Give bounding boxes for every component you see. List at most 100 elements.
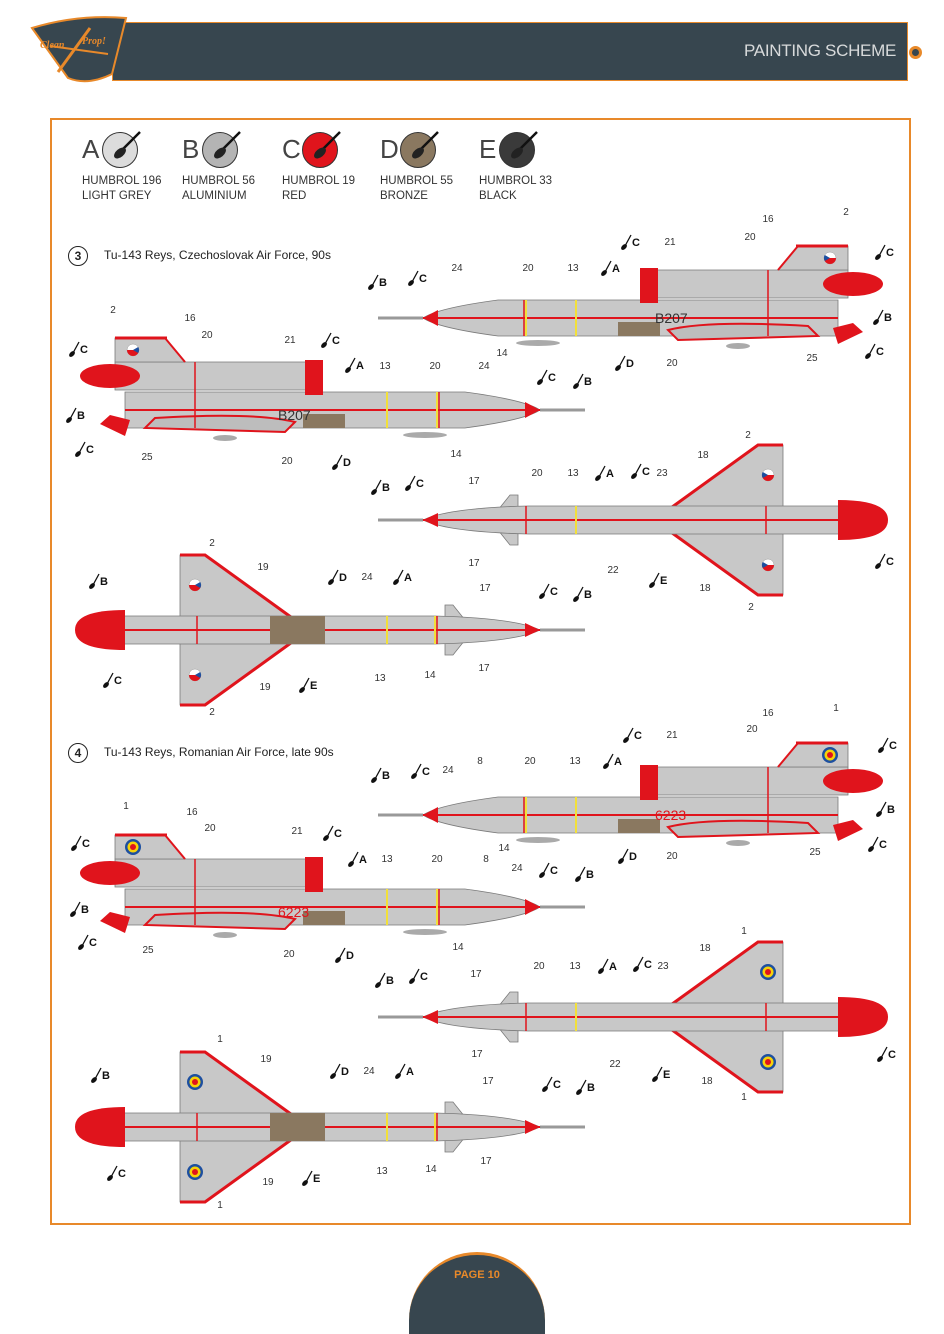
brush-icon <box>876 309 884 322</box>
part-number-callout: 20 <box>666 851 678 862</box>
paint-name: RED <box>282 190 307 202</box>
paint-callout: B <box>66 407 85 423</box>
part-number-callout: 21 <box>664 237 676 248</box>
brush-icon <box>305 1170 313 1183</box>
brush-icon <box>576 373 584 386</box>
paint-callout: C <box>69 341 88 357</box>
part-number-callout: 20 <box>531 468 543 479</box>
brush-icon <box>78 441 86 454</box>
part-number-callout: 17 <box>480 1156 492 1167</box>
paint-callout: D <box>618 848 637 864</box>
part-number-callout: 17 <box>468 476 480 487</box>
brush-icon <box>634 463 642 476</box>
paint-callout: A <box>595 465 614 481</box>
brush-icon <box>326 825 334 838</box>
paint-callout: A <box>598 958 617 974</box>
paint-callout: A <box>393 569 412 585</box>
part-number-callout: 21 <box>666 730 678 741</box>
section-title: PAINTING SCHEME <box>744 41 896 60</box>
paint-letter: C <box>550 865 558 877</box>
brush-icon <box>624 234 632 247</box>
paint-letter: C <box>634 730 642 742</box>
brush-icon <box>114 131 141 159</box>
paint-callout: B <box>575 866 594 882</box>
part-number-callout: 25 <box>142 945 154 956</box>
paint-letter: B <box>587 1082 595 1094</box>
paint-letter: B <box>584 589 592 601</box>
brush-icon <box>545 1076 553 1089</box>
part-number-callout: 20 <box>522 263 534 274</box>
svg-text:Clean: Clean <box>40 40 65 51</box>
paint-callout: C <box>405 475 424 491</box>
part-number-callout: 16 <box>762 214 774 225</box>
brush-icon <box>604 260 612 273</box>
header-bar <box>112 22 908 81</box>
paint-callout: C <box>408 270 427 286</box>
part-number-callout: 24 <box>363 1066 375 1077</box>
brush-icon <box>81 934 89 947</box>
side-view-right-profile <box>80 833 585 938</box>
brush-icon <box>74 835 82 848</box>
brush-icon <box>652 572 660 585</box>
paint-letter: C <box>886 556 894 568</box>
part-number-callout: 21 <box>284 335 296 346</box>
brush-icon <box>879 801 887 814</box>
part-number-callout: 14 <box>450 449 462 460</box>
brush-icon <box>214 131 241 159</box>
paint-callout: C <box>875 244 894 260</box>
brush-icon <box>601 958 609 971</box>
part-number-callout: 17 <box>478 663 490 674</box>
brush-icon <box>618 355 626 368</box>
content-frame <box>50 118 911 1225</box>
part-number-callout: 2 <box>209 707 215 718</box>
paint-letter: C <box>876 346 884 358</box>
brush-icon <box>331 569 339 582</box>
paint-letter: B <box>386 975 394 987</box>
paint-callout: A <box>603 753 622 769</box>
paint-callout: C <box>621 234 640 250</box>
paint-callout: A <box>345 357 364 373</box>
paint-callout: B <box>573 586 592 602</box>
paint-callout: C <box>75 441 94 457</box>
brush-icon <box>578 866 586 879</box>
paint-callout: C <box>631 463 650 479</box>
paint-letter: B <box>382 770 390 782</box>
brush-icon <box>636 956 644 969</box>
bottom-view <box>75 553 585 707</box>
part-number-callout: 24 <box>511 863 523 874</box>
paint-letter: C <box>89 937 97 949</box>
paint-letter: C <box>889 740 897 752</box>
paint-letter: C <box>553 1079 561 1091</box>
paint-callout: A <box>395 1063 414 1079</box>
part-number-callout: 19 <box>259 682 271 693</box>
part-number-callout: 19 <box>260 1054 272 1065</box>
paint-callout: C <box>321 332 340 348</box>
part-number-callout: 24 <box>442 765 454 776</box>
paint-color-dot <box>102 132 138 168</box>
part-number-callout: 2 <box>745 430 751 441</box>
part-number-callout: 17 <box>468 558 480 569</box>
part-number-callout: 20 <box>429 361 441 372</box>
paint-callout: C <box>878 737 897 753</box>
paint-callout: C <box>323 825 342 841</box>
part-number-callout: 1 <box>741 926 747 937</box>
paint-callout: C <box>877 1046 896 1062</box>
side-view-left-profile <box>378 741 883 846</box>
aircraft-serial: 6223 <box>655 807 686 823</box>
paint-callout: C <box>107 1165 126 1181</box>
brush-icon <box>302 677 310 690</box>
paint-code: HUMBROL 196 <box>82 175 162 187</box>
paint-callout: C <box>633 956 652 972</box>
paint-callout: B <box>876 801 895 817</box>
paint-code: HUMBROL 19 <box>282 175 356 187</box>
brush-icon <box>881 737 889 750</box>
part-number-callout: 19 <box>257 562 269 573</box>
part-number-callout: 25 <box>806 353 818 364</box>
part-number-callout: 16 <box>762 708 774 719</box>
brush-icon <box>655 1066 663 1079</box>
part-number-callout: 1 <box>123 801 129 812</box>
part-number-callout: 20 <box>283 949 295 960</box>
paint-letter: A <box>356 360 364 372</box>
paint-callout: D <box>332 454 351 470</box>
